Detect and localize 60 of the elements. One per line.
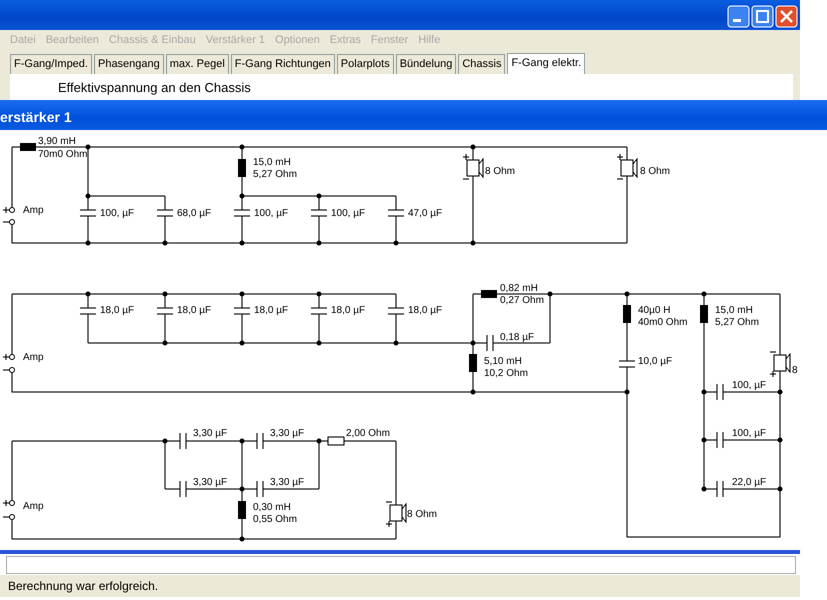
chart-title: Effektivspannung an den Chassis [58,80,251,95]
component-value: 18,0 µF [177,305,212,317]
component-value: 3,30 µF [193,428,228,440]
menu-item: Datei [10,34,36,46]
tab: Phasengang [94,54,164,74]
component-value: 18,0 µF [254,305,288,317]
component-value: 10,0 µF [638,356,672,368]
component-value: 68,0 µF [177,208,212,220]
component-value: 15,0 mH [253,157,291,169]
terminal-label: Amp [23,352,44,364]
status-text: Berechnung war erfolgreich. [8,579,158,593]
tab: F-Gang/Imped. [10,54,92,74]
component-value: 100, µF [732,428,766,440]
component-value: 100, µF [100,208,134,220]
component-value: 22,0 µF [732,477,766,489]
component-value: 18,0 µF [408,305,442,317]
tab: F-Gang Richtungen [230,54,335,74]
menu-item: Optionen [275,34,320,46]
terminal-label: Amp [23,205,44,217]
window-title: erstärker 1 [0,109,72,125]
component-value: 0,55 Ohm [253,514,297,526]
menu-item: Verstärker 1 [206,34,266,46]
component-value: 10,2 Ohm [484,368,528,380]
component-value: 0,82 mH [500,283,538,295]
component-value: 8 Ohm [640,166,670,178]
component-value: 100, µF [732,380,766,392]
component-value: 47,0 µF [408,208,442,220]
component-value: 3,90 mH [38,136,76,148]
component-value: 100, µF [254,208,288,220]
menu-item: Bearbeiten [46,34,99,46]
component-value: 18,0 µF [100,305,134,317]
component-value: 5,10 mH [484,356,522,368]
component-value: 5,27 Ohm [715,317,759,329]
menu-item: Chassis & Einbau [108,34,196,46]
component-value: 3,30 µF [193,477,228,489]
component-value: 8 [792,365,798,377]
tab: Bündelung [396,54,456,74]
component-value: 3,30 µF [270,428,304,440]
tab: Polarplots [336,54,394,74]
menu-item: Extras [330,34,361,46]
menu-item: Fenster [370,34,408,46]
terminal-label: Amp [23,501,44,513]
component-value: 40m0 Ohm [638,317,688,329]
component-value: 2,00 Ohm [346,428,390,440]
component-value: 0,18 µF [500,332,534,344]
component-value: 40µ0 H [638,305,670,317]
tab: Chassis [458,54,506,74]
component-value: 0,30 mH [253,502,291,514]
component-value: 8 Ohm [485,166,516,178]
tab: F-Gang elektr. [507,53,586,74]
component-value: 5,27 Ohm [253,169,297,181]
component-value: 100, µF [331,208,366,220]
component-value: 0,27 Ohm [500,295,544,307]
component-value: 18,0 µF [331,305,366,317]
menu-item: Hilfe [418,34,440,46]
component-value: 3,30 µF [270,477,304,489]
component-value: 15,0 mH [715,305,753,317]
component-value: 8 Ohm [407,509,438,521]
tab: max. Pegel [166,54,229,74]
component-value: 70m0 Ohm [38,149,88,161]
